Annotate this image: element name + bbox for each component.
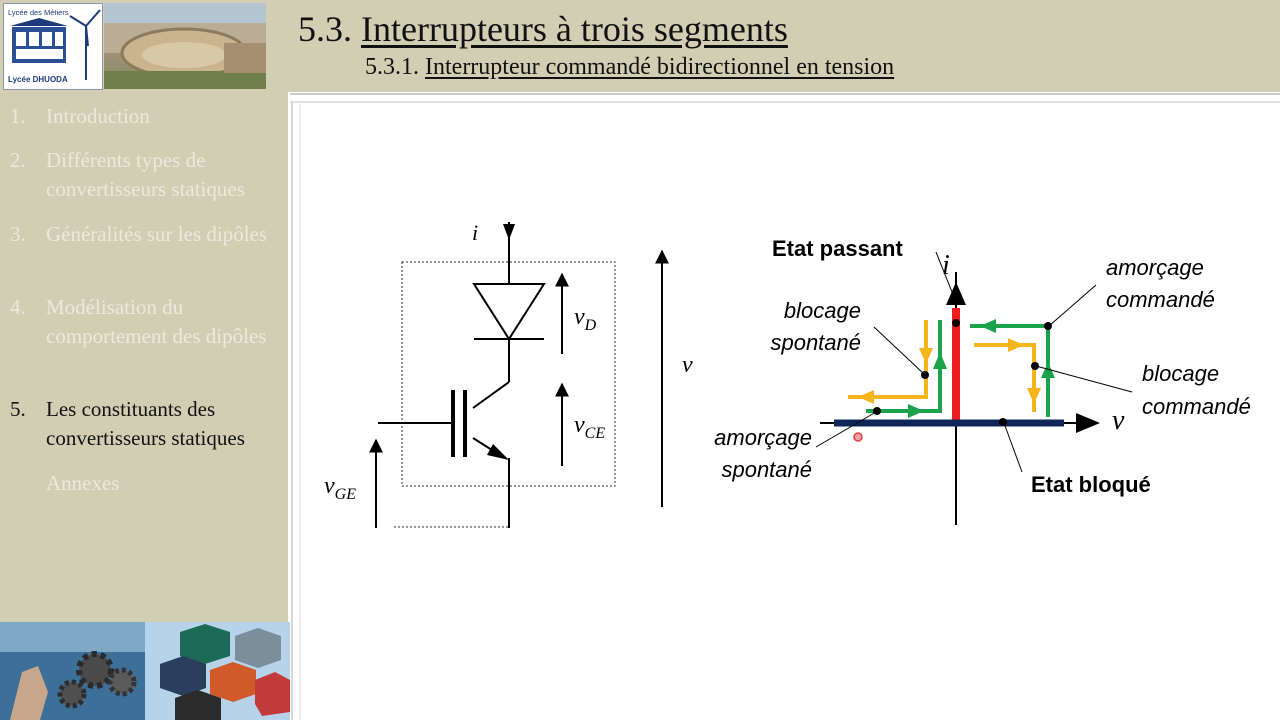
blocage-commande-path <box>974 343 1036 412</box>
amorcage-commande-label-line2: commandé <box>1106 287 1215 312</box>
leader-dot <box>1031 362 1039 370</box>
diagram-canvas: i vD vCE v vGE i v <box>290 93 1280 720</box>
slide-subtitle: 5.3.1. Interrupteur commandé bidirection… <box>365 54 894 81</box>
vD-label: vD <box>574 304 597 334</box>
sidebar-item-label: Introduction <box>46 104 150 128</box>
yellow-arrow-icon <box>858 390 874 404</box>
leader-line <box>873 326 925 375</box>
vGE-label: vGE <box>324 473 356 503</box>
title-number: 5.3. <box>298 9 352 49</box>
blocage-commande-label-line2: commandé <box>1142 394 1251 419</box>
igbt-diode-circuit: i vD vCE v vGE <box>324 220 693 528</box>
sidebar-banner-image <box>0 622 290 720</box>
arena-photo <box>104 3 266 89</box>
i-axis-label: i <box>942 250 950 281</box>
v-axis-arrow-icon <box>1076 413 1100 433</box>
v-label: v <box>682 352 693 378</box>
static-characteristic: i v Et <box>714 236 1251 525</box>
leader-line <box>935 251 955 298</box>
blocage-commande-label-line1: blocage <box>1142 361 1219 386</box>
subtitle-text: Interrupteur commandé bidirectionnel en … <box>425 54 895 80</box>
sidebar-item-number: 1. <box>10 104 26 128</box>
sidebar-menu: 1. Introduction 2. Différents types de c… <box>0 92 288 622</box>
v-axis-label: v <box>1112 405 1125 436</box>
current-label: i <box>472 220 478 245</box>
sidebar-item-label: Généralités sur les dipôles <box>46 222 268 246</box>
component-boundary-box <box>401 261 616 487</box>
sidebar-item-number: 3. <box>10 222 26 246</box>
leader-dot <box>952 319 960 327</box>
sidebar-item-label: Différents types de convertisseurs stati… <box>46 148 245 201</box>
yellow-arrow-icon <box>1008 338 1024 352</box>
blocage-spontane-label-line2: spontané <box>770 330 861 355</box>
yellow-arrow-icon <box>919 348 933 364</box>
sidebar-item-label: Les constituants des convertisseurs stat… <box>46 397 245 450</box>
leader-line <box>1003 422 1023 473</box>
slide-title: 5.3. Interrupteurs à trois segments <box>298 8 788 50</box>
leader-dot <box>873 407 881 415</box>
logo-line2: Lycée DHUODA <box>8 75 68 84</box>
amorcage-spontane-path <box>866 320 942 413</box>
yellow-arrow-icon <box>1027 388 1041 404</box>
sidebar-item-number: 4. <box>10 295 26 319</box>
title-text: Interrupteurs à trois segments <box>361 9 788 49</box>
leader-line <box>1048 284 1097 327</box>
green-arrow-icon <box>933 352 947 369</box>
leader-dot <box>921 371 929 379</box>
leader-dot <box>1044 322 1052 330</box>
i-axis-arrow-icon <box>946 282 966 305</box>
amorcage-spontane-label-line2: spontané <box>721 457 812 482</box>
sidebar-item-label: Annexes <box>46 471 120 495</box>
etat-bloque-label: Etat bloqué <box>1031 472 1151 497</box>
subtitle-number: 5.3.1. <box>365 54 419 80</box>
header-bar: Lycée des Métiers Lycée DHUODA 5.3. Inte <box>0 0 1280 92</box>
green-arrow-icon <box>1041 362 1055 378</box>
logo-graphic: Lycée des Métiers Lycée DHUODA <box>8 8 101 84</box>
vCE-label: vCE <box>574 412 605 442</box>
logo-line1: Lycée des Métiers <box>8 8 69 17</box>
leader-dot <box>999 418 1007 426</box>
cursor-marker-icon <box>853 432 863 442</box>
amorcage-spontane-label-line1: amorçage <box>714 425 812 450</box>
green-arrow-icon <box>908 404 924 418</box>
collector-line <box>472 381 510 409</box>
school-logo: Lycée des Métiers Lycée DHUODA <box>3 3 103 90</box>
green-arrow-icon <box>980 319 996 333</box>
leader-line <box>815 411 877 448</box>
etat-passant-label: Etat passant <box>772 236 903 261</box>
emitter-arrow-icon <box>487 444 509 460</box>
sidebar-item-label: Modélisation du comportement des dipôles <box>46 295 267 348</box>
blocage-spontane-label-line1: blocage <box>784 298 861 323</box>
leader-line <box>1035 365 1133 393</box>
sidebar-item-number: 5. <box>10 397 26 421</box>
sidebar-item-number: 2. <box>10 148 26 172</box>
diode-symbol <box>472 283 546 341</box>
current-arrow-icon <box>503 224 515 240</box>
amorcage-commande-label-line1: amorçage <box>1106 255 1204 280</box>
